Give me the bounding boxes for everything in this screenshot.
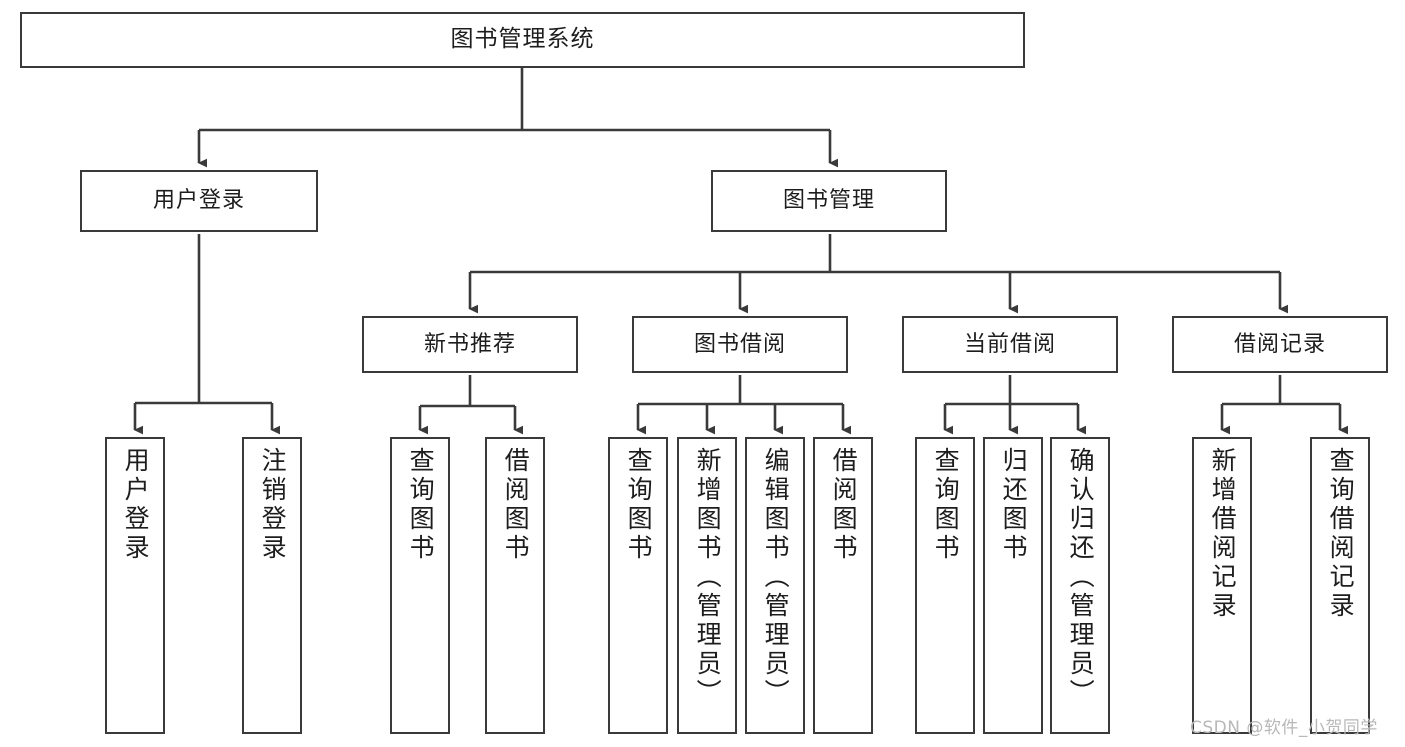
- node-label: 查询借阅记录: [1326, 447, 1356, 621]
- node-label: 确认归还（管理员）: [1066, 447, 1096, 708]
- node-user-login[interactable]: 用户登录: [80, 170, 318, 232]
- node-label: 新增图书（管理员）: [693, 447, 723, 708]
- node-label: 新增借阅记录: [1208, 447, 1238, 621]
- node-book-management-system[interactable]: 图书管理系统: [20, 12, 1025, 68]
- node-label: 查询图书: [931, 447, 961, 563]
- node-label: 用户登录: [152, 188, 245, 214]
- node-current-borrow[interactable]: 当前借阅: [902, 316, 1118, 373]
- node-label: 借阅图书: [501, 447, 531, 563]
- node-label: 当前借阅: [963, 331, 1056, 357]
- node-label: 图书借阅: [693, 331, 786, 357]
- node-label: 图书管理系统: [450, 26, 595, 53]
- leaf-borrow-book[interactable]: 借阅图书: [813, 437, 873, 734]
- node-borrow-record[interactable]: 借阅记录: [1172, 316, 1388, 373]
- node-label: 新书推荐: [423, 331, 516, 357]
- node-label: 编辑图书（管理员）: [761, 447, 791, 708]
- leaf-add-book-admin[interactable]: 新增图书（管理员）: [677, 437, 737, 734]
- node-new-book-recommend[interactable]: 新书推荐: [362, 316, 578, 373]
- leaf-edit-book-admin[interactable]: 编辑图书（管理员）: [745, 437, 805, 734]
- node-label: 借阅图书: [829, 447, 859, 563]
- leaf-query-book-current[interactable]: 查询图书: [915, 437, 975, 734]
- node-label: 借阅记录: [1233, 331, 1326, 357]
- node-label: 查询图书: [624, 447, 654, 563]
- leaf-query-book-borrow[interactable]: 查询图书: [608, 437, 668, 734]
- leaf-query-borrow-record[interactable]: 查询借阅记录: [1310, 437, 1370, 734]
- node-label: 查询图书: [406, 447, 436, 563]
- leaf-query-book-recommend[interactable]: 查询图书: [390, 437, 450, 734]
- node-label: 归还图书: [999, 447, 1029, 563]
- leaf-return-book[interactable]: 归还图书: [983, 437, 1043, 734]
- leaf-add-borrow-record[interactable]: 新增借阅记录: [1192, 437, 1252, 734]
- leaf-borrow-book-recommend[interactable]: 借阅图书: [485, 437, 545, 734]
- node-label: 用户登录: [121, 447, 151, 563]
- node-label: 图书管理: [782, 188, 875, 214]
- node-book-borrow[interactable]: 图书借阅: [632, 316, 848, 373]
- node-book-management[interactable]: 图书管理: [711, 170, 947, 232]
- node-label: 注销登录: [258, 447, 288, 563]
- leaf-user-login[interactable]: 用户登录: [105, 437, 165, 734]
- leaf-logout[interactable]: 注销登录: [242, 437, 302, 734]
- leaf-confirm-return-admin[interactable]: 确认归还（管理员）: [1050, 437, 1110, 734]
